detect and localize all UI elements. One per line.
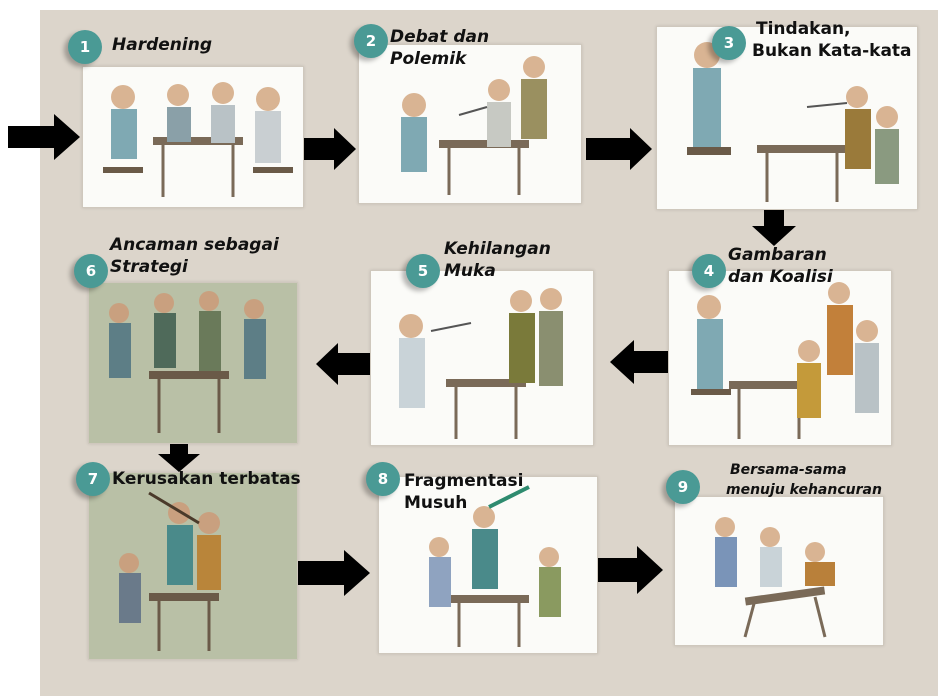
entry-arrow: [8, 114, 80, 160]
stage-5-badge: 5: [406, 254, 440, 288]
stage-3-label-line-1: Tindakan,: [756, 19, 851, 39]
stage-2-label: Debat dan Polemik: [390, 26, 489, 70]
arrow-7-to-8: [294, 550, 370, 596]
arrow-2-to-3: [586, 128, 652, 170]
stage-4-label-line-2: dan Koalisi: [728, 267, 833, 287]
stage-4-illustration: [668, 270, 892, 446]
stage-7-label: Kerusakan terbatas: [112, 468, 301, 490]
arrow-3-to-4: [752, 210, 796, 246]
stage-5-label: Kehilangan Muka: [444, 238, 551, 282]
stage-5-illustration: [370, 270, 594, 446]
stage-1-label: Hardening: [112, 34, 212, 56]
stage-9-label-line-1: Bersama-sama: [730, 462, 847, 478]
arrow-5-to-6: [316, 343, 370, 385]
stage-1-label-line-1: Hardening: [112, 35, 212, 55]
arrow-1-to-2: [300, 128, 356, 170]
stage-8-label: Fragmentasi Musuh: [404, 470, 523, 514]
stage-9-label: Bersama-sama menuju kehancuran: [726, 460, 882, 500]
arrow-6-to-7: [158, 442, 200, 472]
stage-6-label: Ancaman sebagai Strategi: [110, 234, 279, 278]
stage-7-illustration: [88, 472, 298, 660]
stage-6-badge: 6: [74, 254, 108, 288]
stage-2-badge: 2: [354, 24, 388, 58]
stage-5-label-line-2: Muka: [444, 261, 496, 281]
stage-1-illustration: [82, 66, 304, 208]
stage-8-illustration: [378, 476, 598, 654]
stage-2-label-line-1: Debat dan: [390, 27, 490, 47]
stage-8-label-line-1: Fragmentasi: [404, 471, 524, 491]
arrow-4-to-5: [610, 340, 672, 384]
stage-7-badge: 7: [76, 462, 110, 496]
stage-3-label-line-2: Bukan Kata-kata: [752, 41, 912, 61]
stage-3-label: Tindakan, Bukan Kata-kata: [752, 18, 912, 62]
stage-6-illustration: [88, 282, 298, 444]
stage-5-label-line-1: Kehilangan: [444, 239, 551, 259]
stage-9-label-line-2: menuju kehancuran: [726, 482, 882, 498]
stage-8-badge: 8: [366, 462, 400, 496]
arrow-8-to-9: [595, 546, 663, 594]
stage-8-label-line-2: Musuh: [404, 493, 468, 513]
stage-4-label: Gambaran dan Koalisi: [728, 244, 833, 288]
stage-7-label-line-1: Kerusakan terbatas: [112, 469, 301, 489]
stage-3-badge: 3: [712, 26, 746, 60]
stage-1-badge: 1: [68, 30, 102, 64]
stage-9-badge: 9: [666, 470, 700, 504]
stage-6-label-line-2: Strategi: [110, 257, 188, 277]
stage-4-label-line-1: Gambaran: [728, 245, 827, 265]
stage-2-illustration: [358, 44, 582, 204]
stage-9-illustration: [674, 496, 884, 646]
stage-2-label-line-2: Polemik: [390, 49, 467, 69]
stage-4-badge: 4: [692, 254, 726, 288]
stage-3-illustration: [656, 26, 918, 210]
stage-6-label-line-1: Ancaman sebagai: [110, 235, 279, 255]
